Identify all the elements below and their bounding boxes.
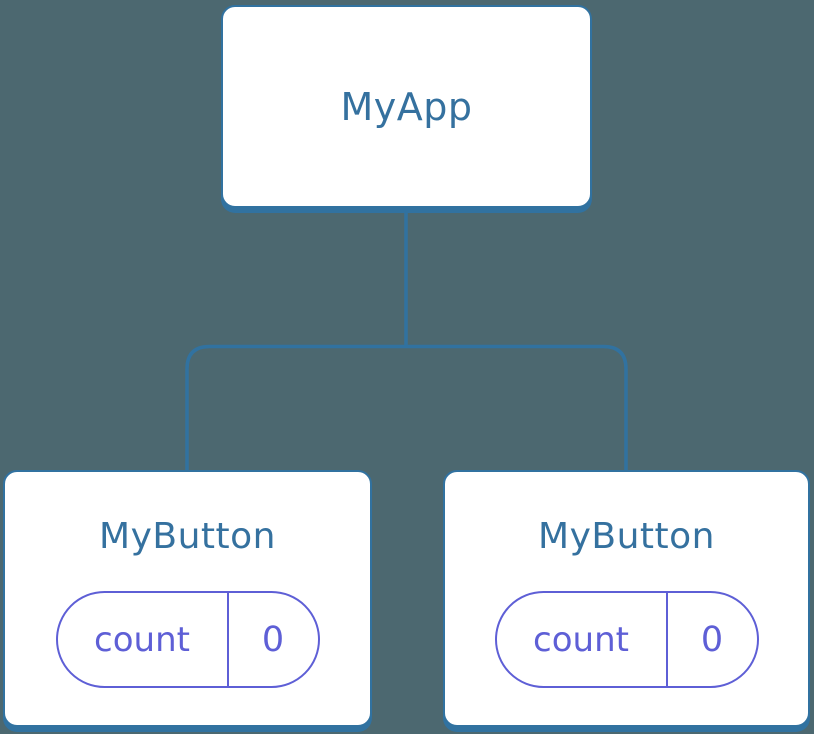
state-pill-1-key: count (58, 593, 229, 686)
state-pill-2-key: count (497, 593, 668, 686)
node-myapp: MyApp (221, 5, 592, 208)
state-pill-1-value: 0 (261, 619, 285, 660)
node-mybutton-2: MyButton count 0 (443, 470, 810, 727)
node-myapp-label: MyApp (340, 84, 473, 129)
state-pill-2: count 0 (494, 591, 759, 688)
state-pill-1: count 0 (55, 591, 320, 688)
connector-branch-to-children (185, 344, 628, 471)
state-pill-2-value: 0 (700, 619, 724, 660)
node-mybutton-1-label: MyButton (99, 516, 276, 557)
node-mybutton-1: MyButton count 0 (3, 470, 372, 727)
node-mybutton-2-label: MyButton (538, 516, 715, 557)
